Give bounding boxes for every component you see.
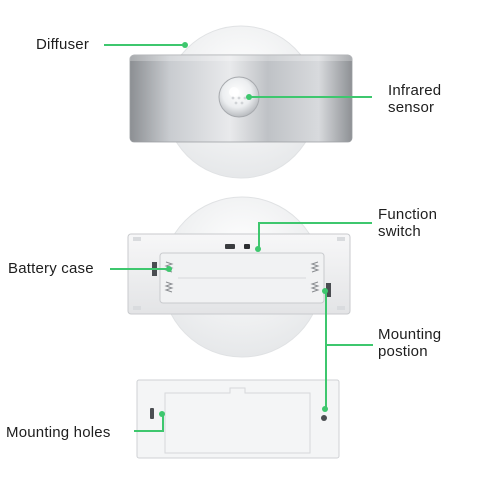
infrared-leader <box>250 96 372 98</box>
mounting-position-leader-v <box>325 292 327 410</box>
battery-leader <box>110 268 168 270</box>
mounting-holes-leader-h <box>134 430 164 432</box>
label-infrared-sensor: Infrared sensor <box>388 82 441 116</box>
mounting-dot <box>321 415 327 421</box>
label-function-switch: Function switch <box>378 206 437 240</box>
function-leader-h <box>258 222 372 224</box>
diffuser-dot <box>182 42 188 48</box>
mounting-plate <box>136 379 340 459</box>
function-switch-part <box>225 244 235 249</box>
battery-dot <box>166 266 172 272</box>
mounting-hole <box>150 408 154 419</box>
label-function-line1: Function <box>378 206 438 223</box>
top-light-unit <box>129 25 353 179</box>
mounting-plate-body <box>136 379 340 459</box>
back-unit <box>127 196 351 358</box>
infrared-dot <box>246 94 252 100</box>
label-infrared-line2: sensor <box>388 99 435 116</box>
label-function-line2: switch <box>378 223 421 240</box>
label-diffuser: Diffuser <box>36 36 90 53</box>
mounting-position-dot-bottom <box>322 406 328 412</box>
label-mounting-position: Mounting postion <box>378 326 441 360</box>
right-springs <box>310 261 320 293</box>
label-mounting-holes: Mounting holes <box>6 424 111 441</box>
function-dot <box>255 246 261 252</box>
mounting-position-leader-h <box>325 344 373 346</box>
label-mounting-position-line1: Mounting <box>378 326 442 343</box>
mounting-holes-dot <box>159 411 165 417</box>
label-battery-case: Battery case <box>8 260 94 277</box>
mounting-position-dot-top <box>322 288 328 294</box>
right-terminal <box>326 283 331 297</box>
mounting-holes-leader-v <box>162 414 164 432</box>
label-mounting-position-line2: postion <box>378 343 428 360</box>
switch-knob <box>244 244 250 249</box>
diffuser-leader <box>104 44 184 46</box>
label-infrared-line1: Infrared <box>388 82 442 99</box>
function-leader-v <box>258 222 260 248</box>
